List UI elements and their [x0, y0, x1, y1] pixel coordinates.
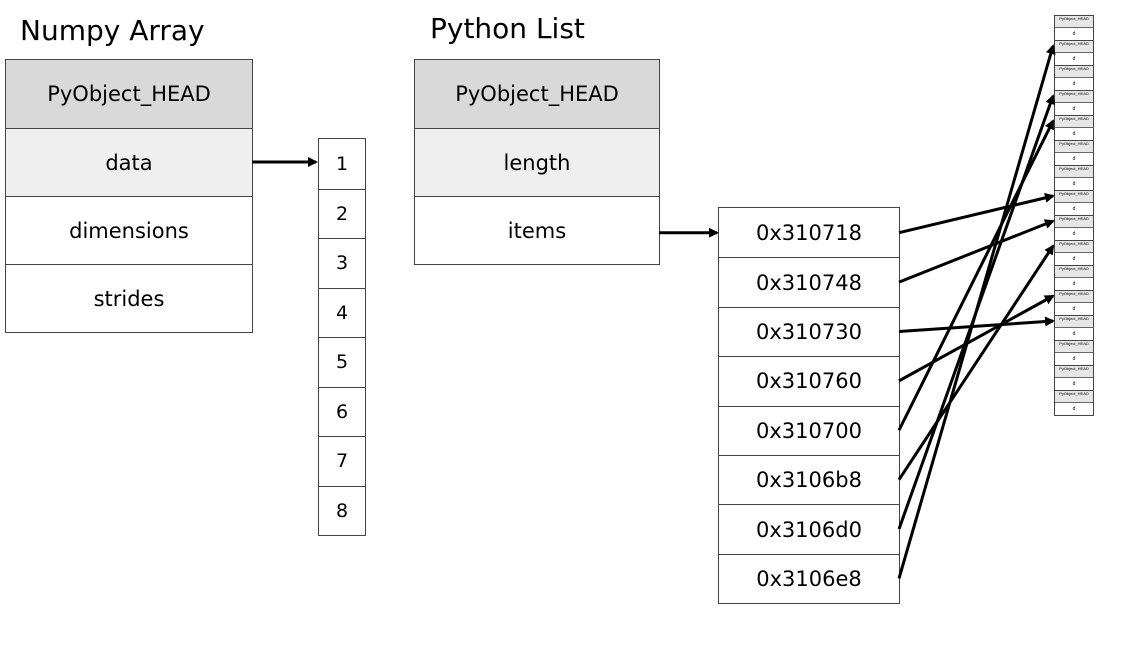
- numpy-data-cell: 8: [319, 485, 365, 536]
- address-pointer-arrow: [898, 294, 1055, 383]
- address-pointer-arrow: [897, 244, 1055, 481]
- python-object-value: d: [1055, 178, 1093, 190]
- python-object-value: d: [1055, 103, 1093, 115]
- address-pointer-arrow: [898, 316, 1055, 333]
- numpy-data-cell: 6: [319, 386, 365, 437]
- numpy-data-cell: 4: [319, 287, 365, 338]
- list-address-cell: 0x3106e8: [719, 553, 899, 603]
- python-object-head: PyObject_HEAD: [1055, 91, 1093, 103]
- python-object-head: PyObject_HEAD: [1055, 41, 1093, 53]
- list-address-cell: 0x310718: [756, 220, 862, 245]
- python-object-value: d: [1055, 28, 1093, 40]
- list-items-buffer: 0x310718 0x310748 0x310730 0x310760 0x31…: [718, 207, 900, 605]
- python-object-head: PyObject_HEAD: [1055, 391, 1093, 403]
- list-field-length: length: [415, 128, 659, 196]
- address-pointer-arrow: [897, 119, 1055, 431]
- python-object-head: PyObject_HEAD: [1055, 266, 1093, 278]
- address-pointer-arrow: [897, 44, 1056, 579]
- python-object-head: PyObject_HEAD: [1055, 116, 1093, 128]
- numpy-data-cell: 2: [319, 188, 365, 239]
- python-list-struct: PyObject_HEAD length items: [414, 59, 660, 265]
- python-object-value: d: [1055, 53, 1093, 65]
- python-object-head: PyObject_HEAD: [1055, 316, 1093, 328]
- python-object-value: d: [1055, 203, 1093, 215]
- address-pointer-arrow: [898, 219, 1055, 284]
- python-object-value: d: [1055, 128, 1093, 140]
- python-object-head: PyObject_HEAD: [1055, 191, 1093, 203]
- python-object-head: PyObject_HEAD: [1055, 141, 1093, 153]
- python-object-head: PyObject_HEAD: [1055, 166, 1093, 178]
- numpy-field-strides: strides: [6, 264, 252, 332]
- python-object-value: d: [1055, 353, 1093, 365]
- list-field-pyobject-head: PyObject_HEAD: [415, 60, 659, 128]
- list-field-items: items: [415, 196, 659, 264]
- python-object-head: PyObject_HEAD: [1055, 241, 1093, 253]
- python-object-value: d: [1055, 278, 1093, 290]
- python-object-value: d: [1055, 153, 1093, 165]
- list-address-cell: 0x3106b8: [719, 454, 899, 504]
- python-object-head: PyObject_HEAD: [1055, 16, 1093, 28]
- python-object-head: PyObject_HEAD: [1055, 341, 1093, 353]
- numpy-field-dimensions: dimensions: [6, 196, 252, 264]
- python-object-head: PyObject_HEAD: [1055, 366, 1093, 378]
- numpy-field-data: data: [6, 128, 252, 196]
- numpy-data-buffer: 1 2 3 4 5 6 7 8: [318, 138, 366, 536]
- list-address-cell: 0x310760: [719, 356, 899, 405]
- python-object-head: PyObject_HEAD: [1055, 66, 1093, 78]
- python-object-head: PyObject_HEAD: [1055, 216, 1093, 228]
- numpy-array-title: Numpy Array: [20, 14, 205, 47]
- python-object-head: PyObject_HEAD: [1055, 291, 1093, 303]
- list-address-cell: 0x3106d0: [719, 504, 899, 553]
- python-object-value: d: [1055, 253, 1093, 265]
- numpy-data-cell: 7: [319, 436, 365, 486]
- numpy-data-cell: 5: [319, 337, 365, 387]
- python-list-title: Python List: [430, 12, 585, 45]
- python-object-value: d: [1055, 228, 1093, 240]
- list-address-cell: 0x310700: [719, 405, 899, 455]
- list-address-cell: 0x310730: [719, 306, 899, 356]
- numpy-data-cell: 3: [319, 238, 365, 288]
- numpy-array-struct: PyObject_HEAD data dimensions strides: [5, 59, 253, 333]
- python-object-value: d: [1055, 328, 1093, 340]
- python-object-value: d: [1055, 378, 1093, 390]
- address-pointer-arrow: [898, 192, 1055, 235]
- numpy-data-cell: 1: [335, 152, 349, 175]
- python-object-value: d: [1055, 303, 1093, 315]
- python-object-value: d: [1055, 403, 1093, 415]
- python-object-value: d: [1055, 78, 1093, 90]
- list-address-cell: 0x310748: [719, 257, 899, 306]
- numpy-field-pyobject-head: PyObject_HEAD: [6, 60, 252, 128]
